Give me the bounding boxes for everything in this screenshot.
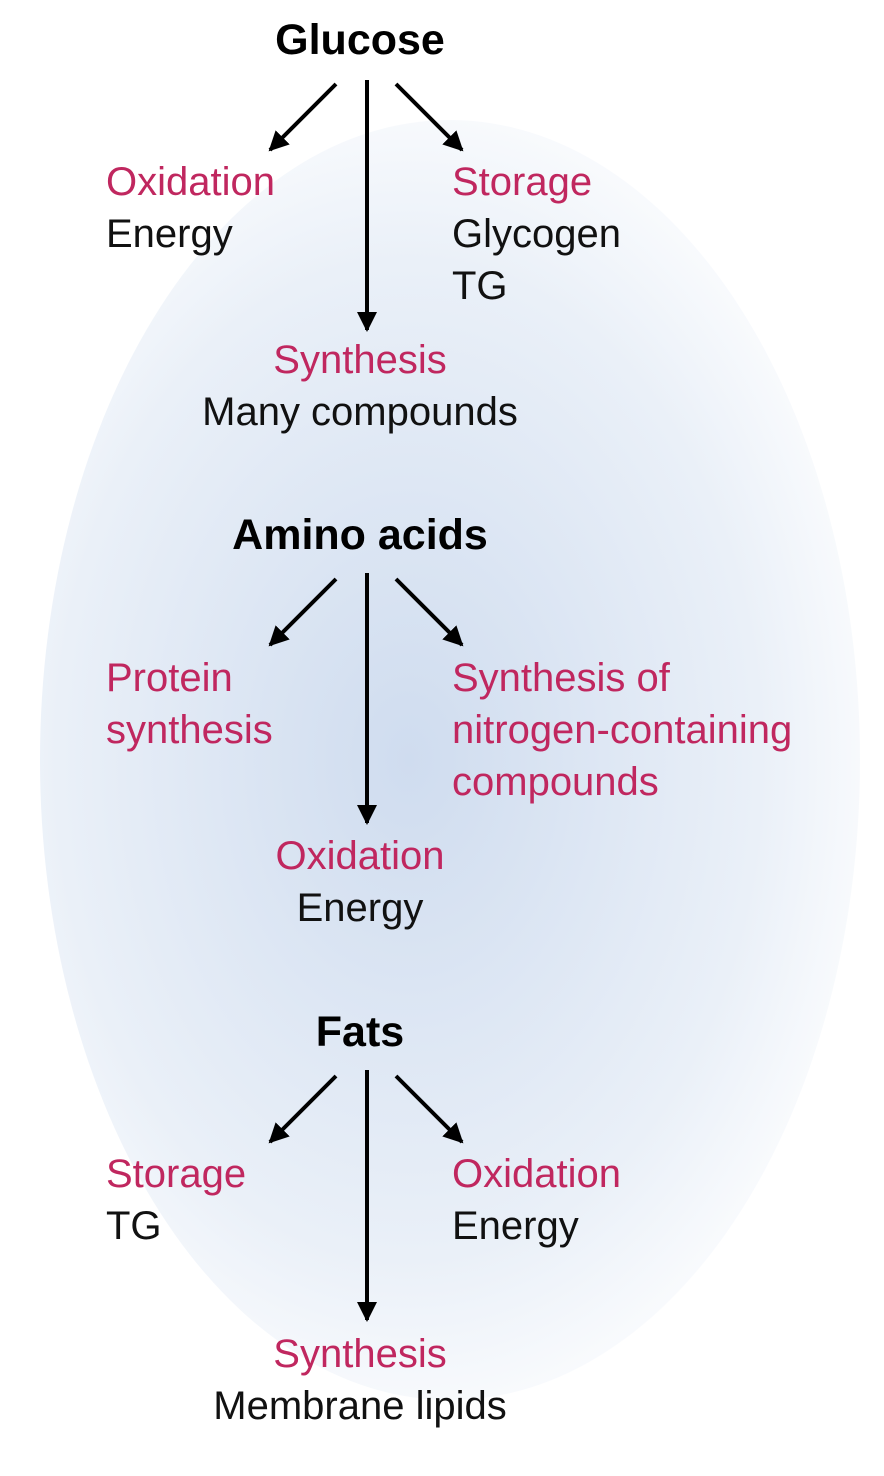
amino-arrow-left (268, 577, 338, 647)
glucose-synthesis-label: Synthesis (273, 338, 447, 382)
amino-arrow-right (394, 577, 464, 647)
glucose-arrow-right (394, 82, 464, 152)
fats-arrow-left (268, 1074, 338, 1144)
amino-energy-label: Energy (296, 886, 424, 930)
glucose-arrow-left (268, 82, 338, 152)
glucose-oxidation-label: Oxidation (106, 160, 275, 204)
fats-energy-label: Energy (452, 1204, 579, 1248)
amino-synthesis-label: synthesis (106, 708, 273, 752)
glucose-many-compounds-label: Many compounds (202, 390, 518, 434)
fats-title: Fats (315, 1008, 405, 1056)
fats-oxidation-label: Oxidation (452, 1152, 621, 1196)
fats-storage-label: Storage (106, 1152, 247, 1196)
glucose-storage-label: Storage (452, 160, 593, 204)
amino-synthesis-of-label: Synthesis of (452, 656, 670, 700)
glucose-energy-label: Energy (106, 212, 233, 256)
fats-arrow-right (394, 1074, 464, 1144)
amino-nitrogen-containing-label: nitrogen-containing (452, 708, 793, 752)
amino-acids-title: Amino acids (232, 511, 488, 559)
glucose-glycogen-label: Glycogen (452, 212, 621, 256)
fats-synthesis-label: Synthesis (273, 1332, 447, 1376)
background-glow (40, 120, 860, 1400)
amino-oxidation-label: Oxidation (275, 834, 445, 878)
fats-membrane-lipids-label: Membrane lipids (213, 1384, 507, 1428)
amino-protein-label: Protein (106, 656, 233, 700)
amino-compounds-label: compounds (452, 760, 659, 804)
glucose-tg-label: TG (452, 264, 508, 308)
fats-tg-label: TG (106, 1204, 162, 1248)
glucose-title: Glucose (275, 16, 445, 64)
